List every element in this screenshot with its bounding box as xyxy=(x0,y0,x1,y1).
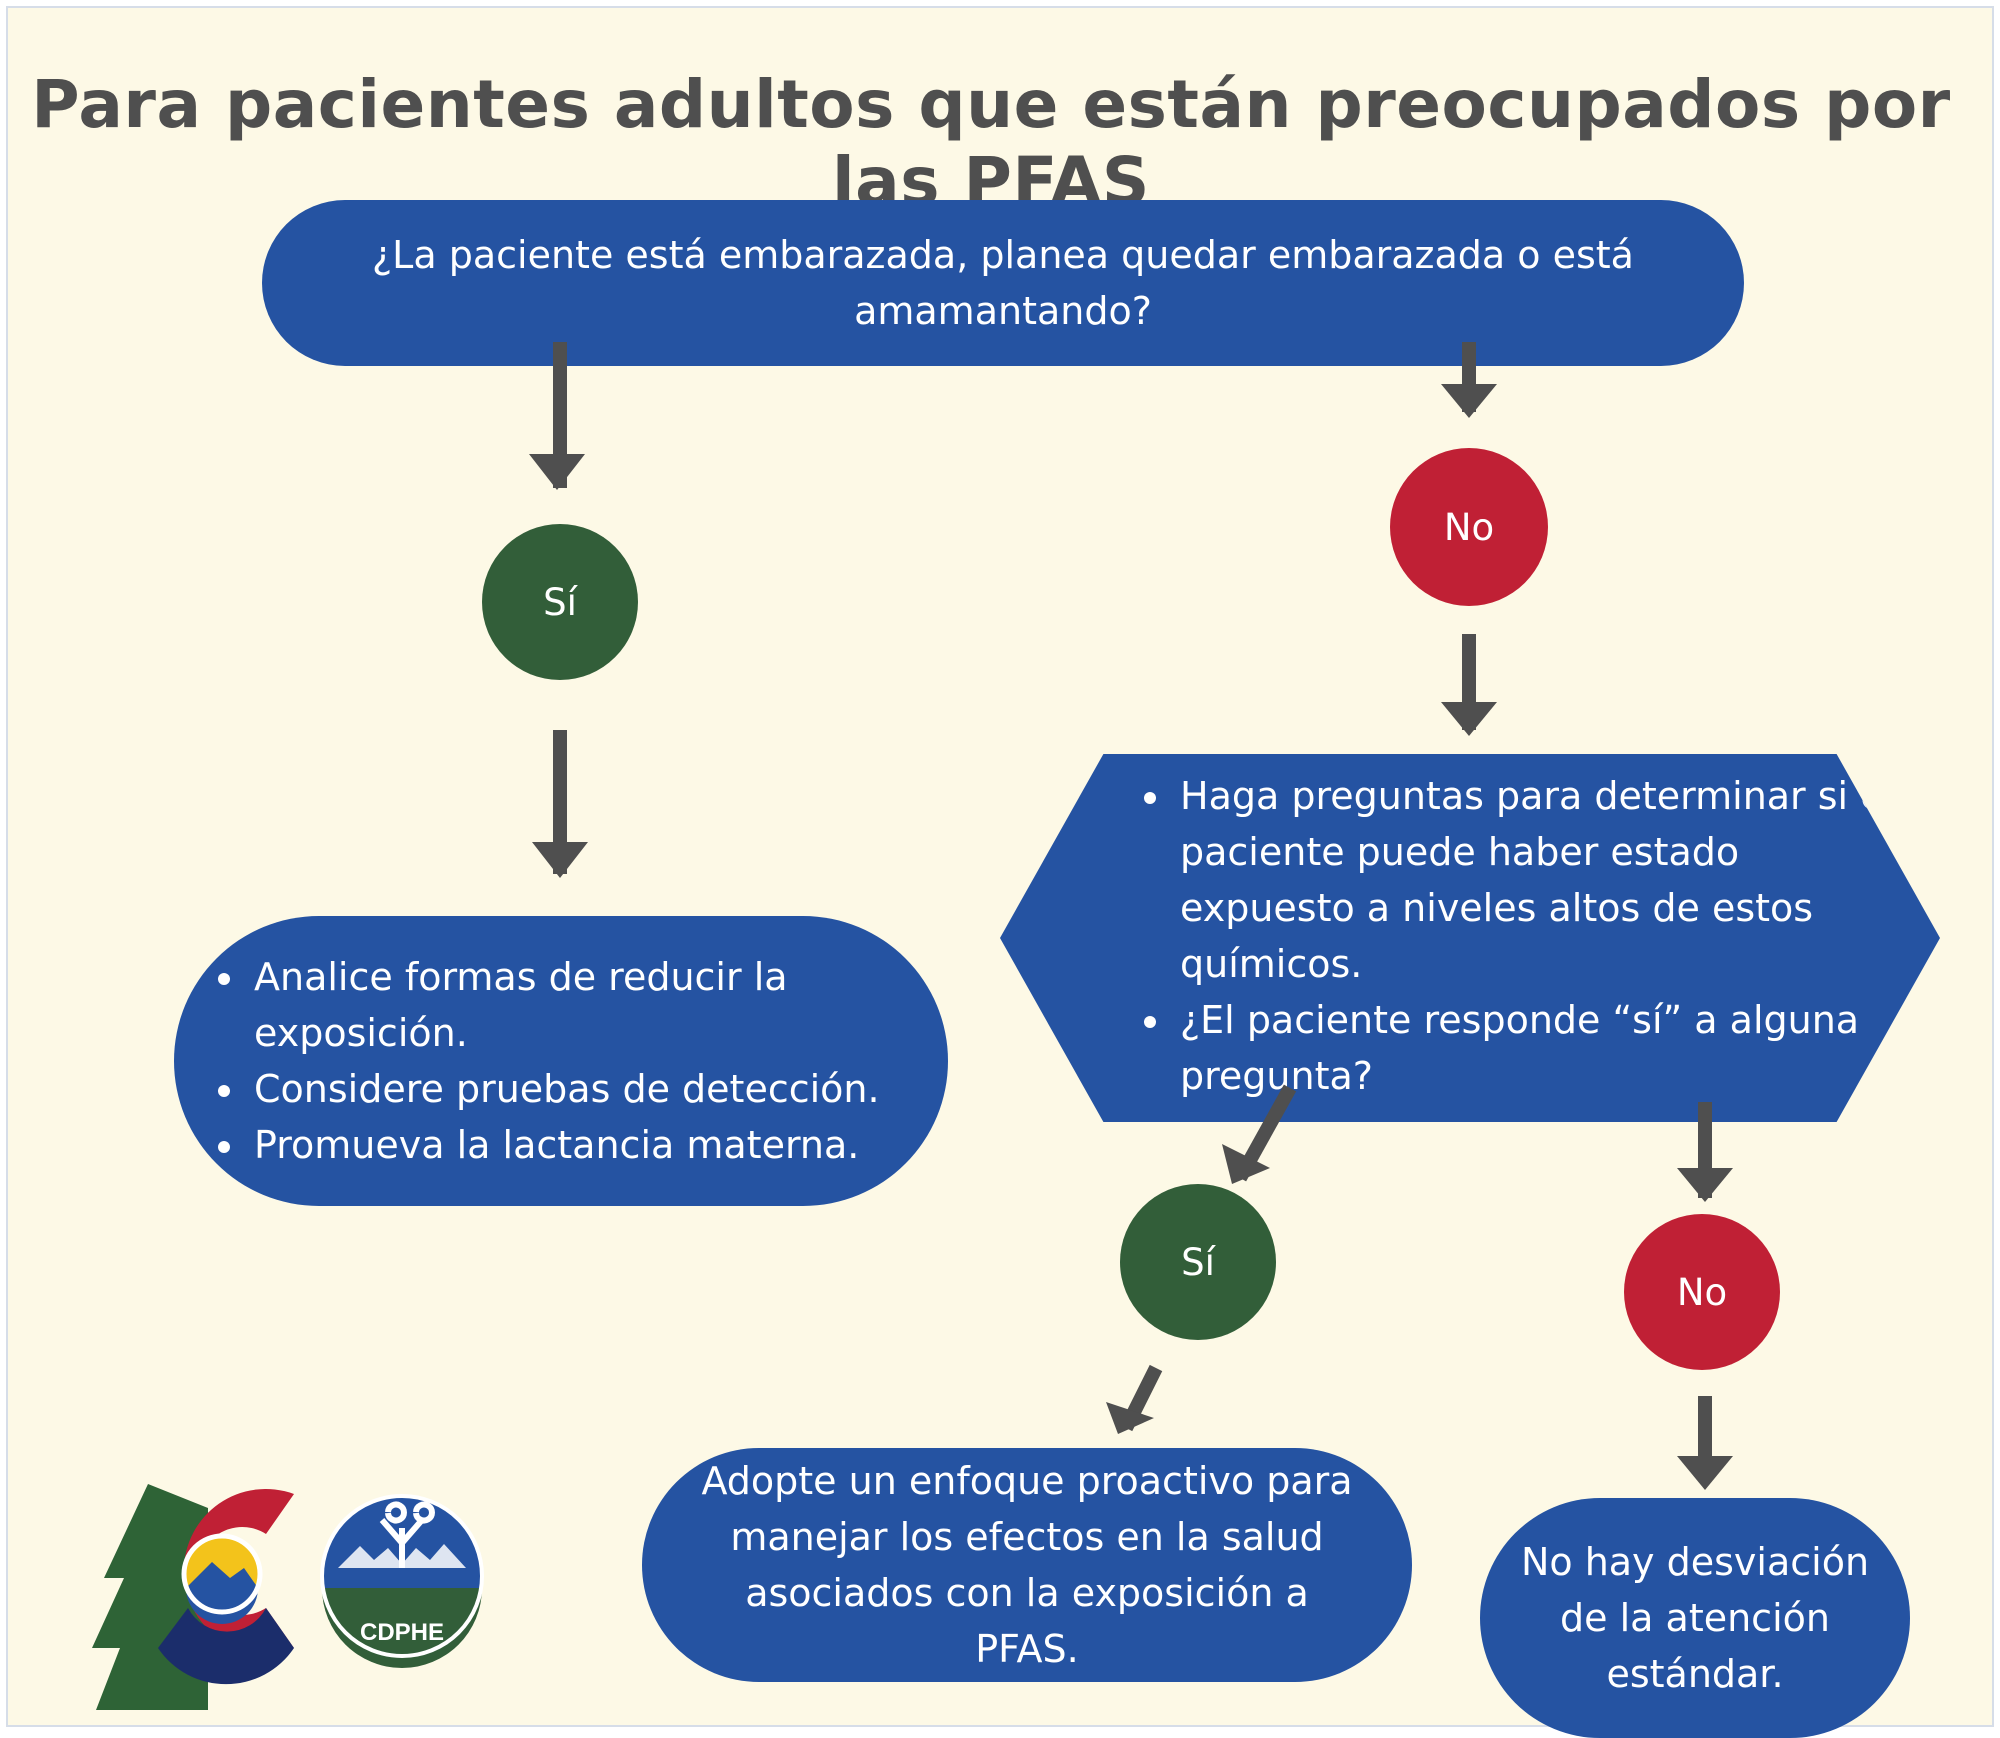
flowchart-canvas: Para pacientes adultos que están preocup… xyxy=(6,6,1994,1738)
arrowhead-yes-1 xyxy=(529,454,585,490)
arrowhead-yes-actions xyxy=(532,842,588,878)
yes-actions-list: Analice formas de reducir la exposición.… xyxy=(204,949,888,1173)
arrowhead-standard-care xyxy=(1677,1456,1733,1490)
page-title: Para pacientes adultos que están preocup… xyxy=(31,66,1951,220)
colorado-logo xyxy=(92,1484,294,1710)
yes-circle-1: Sí xyxy=(482,524,638,680)
exposure-question-item: ¿El paciente responde “sí” a alguna preg… xyxy=(1174,992,1910,1104)
exposure-questions-hexagon: Haga preguntas para determinar si el pac… xyxy=(1000,754,1940,1122)
exposure-questions-list: Haga preguntas para determinar si el pac… xyxy=(1130,768,1910,1104)
yes-circle-2: Sí xyxy=(1120,1184,1276,1340)
yes-actions-node: Analice formas de reducir la exposición.… xyxy=(174,916,948,1206)
cdphe-logo-text: CDPHE xyxy=(360,1619,444,1646)
logos-layer: CDPHE xyxy=(92,1484,484,1710)
cdphe-logo: CDPHE xyxy=(320,1494,484,1668)
no-label-1: No xyxy=(1443,505,1495,549)
yes-action-item: Promueva la lactancia materna. xyxy=(248,1117,888,1173)
proactive-approach-text: Adopte un enfoque proactivo para manejar… xyxy=(701,1459,1353,1671)
question-pregnancy-node: ¿La paciente está embarazada, planea que… xyxy=(262,200,1744,366)
yes-action-item: Considere pruebas de detección. xyxy=(248,1061,888,1117)
no-circle-1: No xyxy=(1390,448,1548,606)
arrowhead-no-2 xyxy=(1677,1168,1733,1202)
arrowhead-yes-2 xyxy=(1222,1144,1270,1184)
question-pregnancy-text: ¿La paciente está embarazada, planea que… xyxy=(372,233,1634,333)
exposure-question-item: Haga preguntas para determinar si el pac… xyxy=(1174,768,1910,992)
no-circle-2: No xyxy=(1624,1214,1780,1370)
no-label-2: No xyxy=(1676,1270,1728,1314)
arrowhead-proactive xyxy=(1106,1402,1154,1434)
arrowhead-hexagon xyxy=(1441,702,1497,736)
proactive-approach-node: Adopte un enfoque proactivo para manejar… xyxy=(642,1448,1412,1682)
standard-care-node: No hay desviación de la atención estánda… xyxy=(1480,1498,1910,1738)
colorado-c-navy xyxy=(158,1608,294,1685)
yes-label-2: Sí xyxy=(1181,1240,1215,1284)
arrows-layer xyxy=(529,342,1733,1490)
standard-care-text: No hay desviación de la atención estánda… xyxy=(1520,1540,1870,1696)
yes-action-item: Analice formas de reducir la exposición. xyxy=(248,949,888,1061)
arrowhead-no-1 xyxy=(1441,384,1497,418)
tree-icon xyxy=(379,1501,435,1568)
yes-label-1: Sí xyxy=(543,580,577,624)
